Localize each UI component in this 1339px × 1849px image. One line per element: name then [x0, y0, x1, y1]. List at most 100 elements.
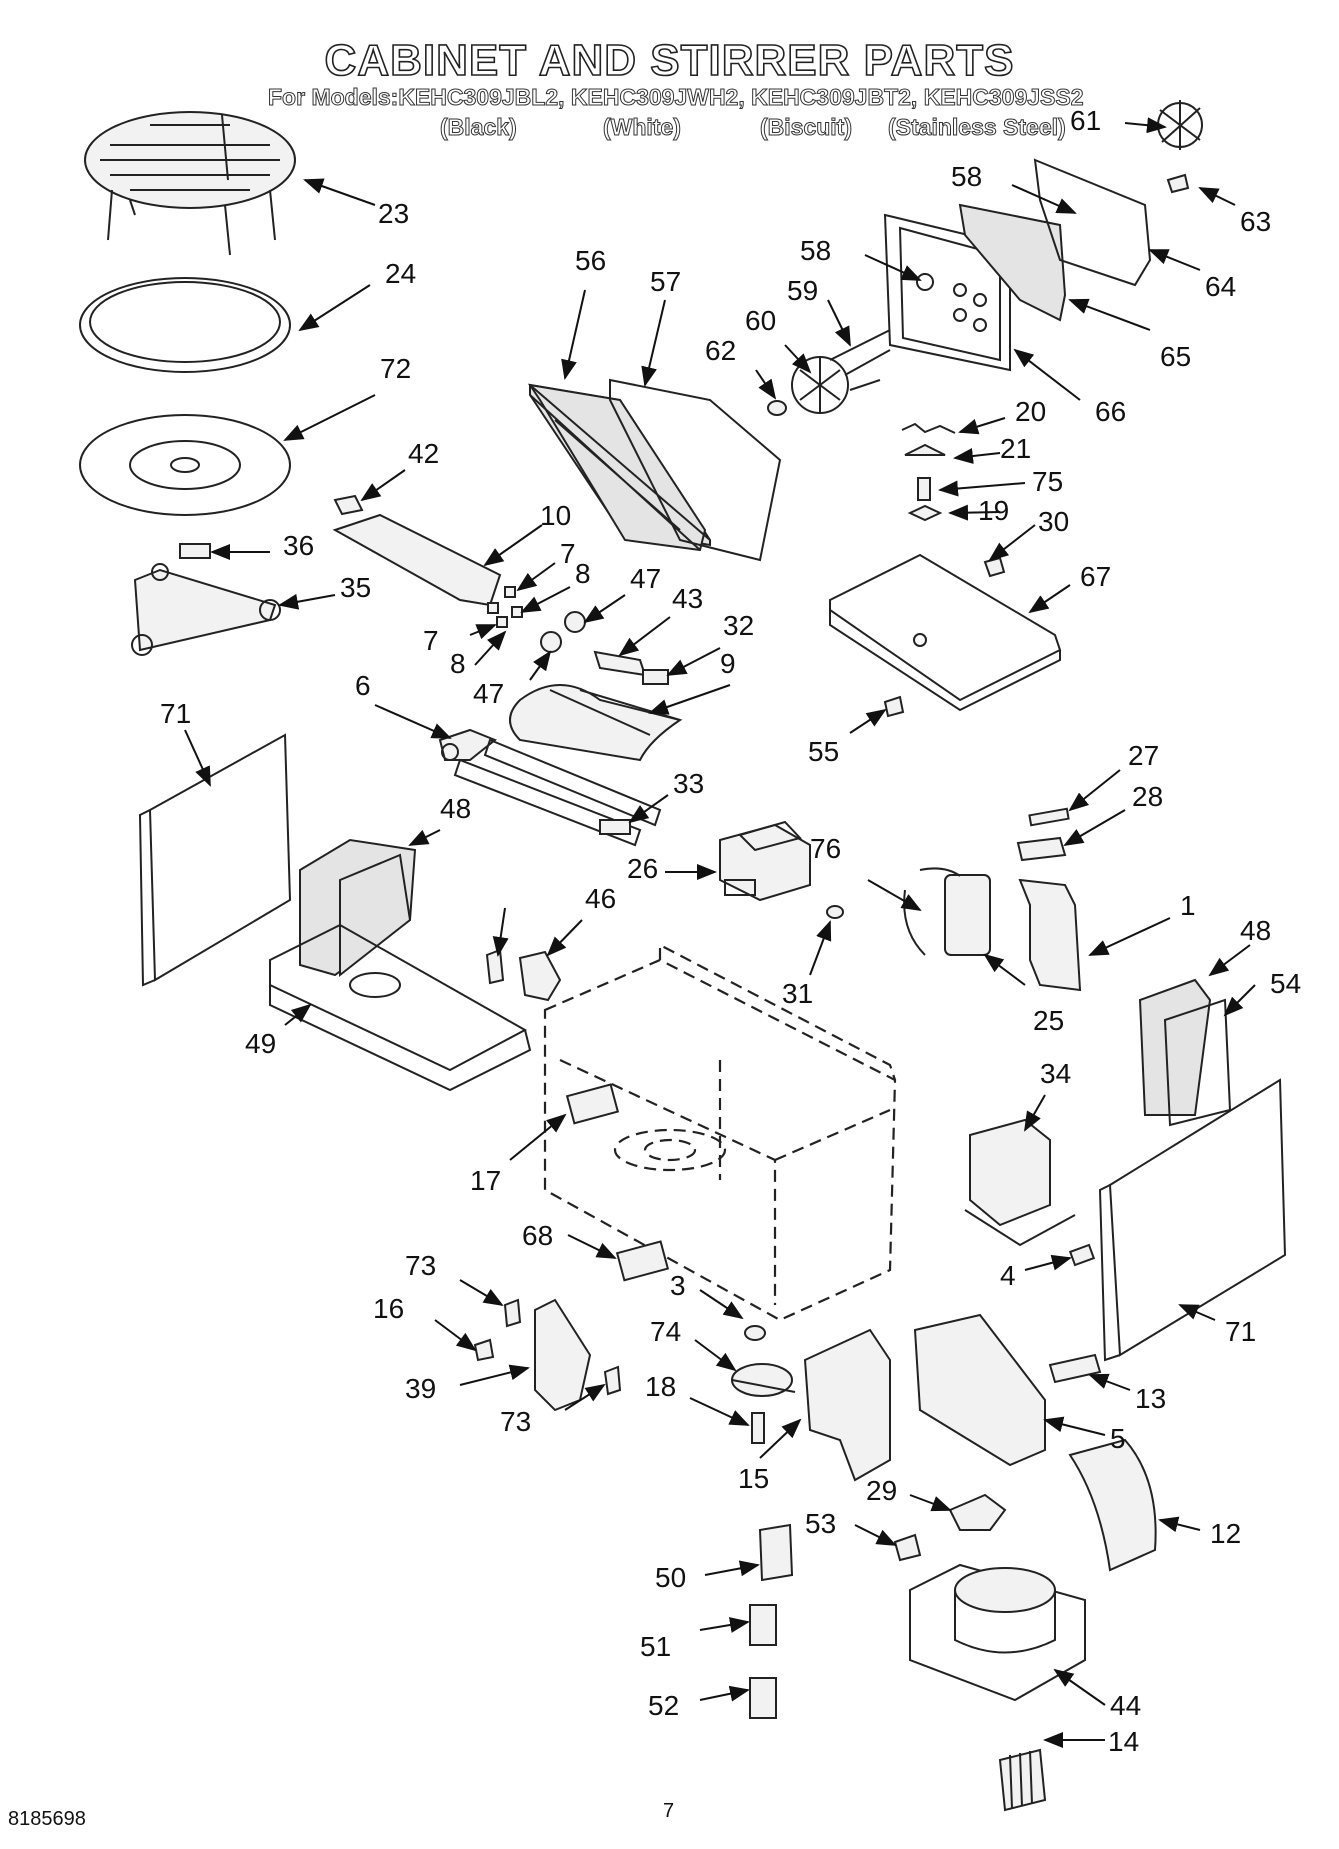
callout-31: 31	[782, 978, 814, 1009]
callout-54: 54	[1270, 968, 1302, 999]
callout-28: 28	[1132, 781, 1164, 812]
callout-4: 4	[1000, 1260, 1016, 1291]
callout-13: 13	[1135, 1383, 1167, 1414]
callout-72: 72	[380, 353, 412, 384]
part-24-turntable-ring	[79, 277, 291, 373]
part-72-glass-turntable	[79, 414, 291, 516]
part-cavity-dashed	[543, 943, 897, 1322]
part-61-fan	[1157, 100, 1203, 150]
finish-white: (White)	[603, 114, 682, 141]
callout-52: 52	[648, 1690, 680, 1721]
callout-64: 64	[1205, 271, 1237, 302]
callout-27: 27	[1128, 740, 1160, 771]
callout-73-upper: 73	[405, 1250, 437, 1281]
callout-67: 67	[1080, 561, 1112, 592]
callout-53: 53	[805, 1508, 837, 1539]
callout-5: 5	[1110, 1423, 1126, 1454]
callout-8-upper: 8	[575, 558, 591, 589]
callout-34: 34	[1040, 1058, 1072, 1089]
callout-10: 10	[540, 500, 572, 531]
callout-71-right: 71	[1225, 1316, 1257, 1347]
callout-6: 6	[355, 670, 371, 701]
part-50-hinge	[758, 1523, 794, 1582]
part-15-duct	[803, 1328, 891, 1482]
part-21-pulley	[904, 443, 946, 456]
part-36-coupler	[179, 543, 211, 559]
callout-65: 65	[1160, 341, 1192, 372]
part-73-switch-lower	[603, 1365, 622, 1396]
callout-75: 75	[1032, 466, 1064, 497]
part-30-thermostat	[983, 556, 1006, 578]
part-27-fuse	[1028, 807, 1070, 827]
part-46-switch-bracket	[518, 950, 562, 1002]
callout-51: 51	[640, 1631, 672, 1662]
part-48-insulation-right	[1138, 978, 1232, 1127]
callout-15: 15	[738, 1463, 770, 1494]
part-32-lamp	[642, 669, 669, 685]
part-19-bearing	[907, 504, 943, 522]
part-51-latch	[749, 1604, 777, 1646]
callout-43: 43	[672, 583, 704, 614]
part-63-clip	[1166, 173, 1190, 194]
finish-black: (Black)	[440, 114, 518, 141]
callout-61: 61	[1070, 105, 1102, 136]
callout-21: 21	[1000, 433, 1032, 464]
callout-66: 66	[1095, 396, 1127, 427]
doc-number: 8185698	[8, 1808, 86, 1830]
callout-62: 62	[705, 335, 737, 366]
callout-14: 14	[1108, 1726, 1140, 1757]
part-39-interlock	[534, 1298, 592, 1412]
part-71-side-panel-left	[138, 733, 292, 987]
part-52-latch-base	[749, 1677, 777, 1719]
part-53-clip	[893, 1533, 922, 1562]
part-49-base-plate	[269, 923, 532, 1092]
part-64-bracket	[1033, 158, 1152, 287]
callout-39: 39	[405, 1373, 437, 1404]
part-1-bracket	[1018, 878, 1082, 992]
callout-32: 32	[723, 610, 755, 641]
callout-58: 58	[951, 161, 983, 192]
callout-33: 33	[673, 768, 705, 799]
callout-3: 3	[670, 1270, 686, 1301]
part-33-heater-tubes	[453, 738, 662, 847]
part-35-roller-support	[131, 563, 281, 656]
callout-23: 23	[378, 198, 410, 229]
part-55-clip	[883, 695, 905, 718]
callout-47-upper: 47	[630, 563, 662, 594]
page-number: 7	[663, 1800, 675, 1822]
callout-1: 1	[1180, 890, 1196, 921]
callout-36: 36	[283, 530, 315, 561]
part-47-ferrite	[564, 611, 586, 633]
callout-57: 57	[650, 266, 682, 297]
callout-12: 12	[1210, 1518, 1242, 1549]
part-31-diode	[826, 905, 844, 919]
part-17-plate	[565, 1083, 620, 1125]
part-7-screw-b	[487, 602, 499, 614]
part-57-frame	[609, 378, 782, 562]
part-7-screw	[504, 586, 516, 598]
callout-46: 46	[585, 883, 617, 914]
part-25-capacitor	[903, 867, 991, 956]
callout-18: 18	[645, 1371, 677, 1402]
models-line: For Models:KEHC309JBL2, KEHC309JWH2, KEH…	[268, 84, 1085, 111]
part-43-lamp-socket	[593, 650, 647, 677]
callout-55: 55	[808, 736, 840, 767]
part-42-plate	[333, 494, 364, 516]
callout-9: 9	[720, 648, 736, 679]
callout-58-lower: 58	[800, 235, 832, 266]
callout-7-lower: 7	[423, 625, 439, 656]
callout-68: 68	[522, 1220, 554, 1251]
callout-24: 24	[385, 258, 417, 289]
callout-71-left: 71	[160, 698, 192, 729]
callout-74: 74	[650, 1316, 682, 1347]
part-60-stirrer	[791, 329, 891, 414]
part-65-insulation	[958, 203, 1067, 322]
callout-63: 63	[1240, 206, 1272, 237]
part-73-switch-upper	[503, 1298, 522, 1328]
finish-biscuit: (Biscuit)	[760, 114, 853, 141]
part-62-bushing	[767, 400, 787, 416]
part-8-washer	[511, 606, 523, 618]
part-75-shaft	[917, 477, 931, 501]
part-16-lever	[473, 1338, 495, 1362]
